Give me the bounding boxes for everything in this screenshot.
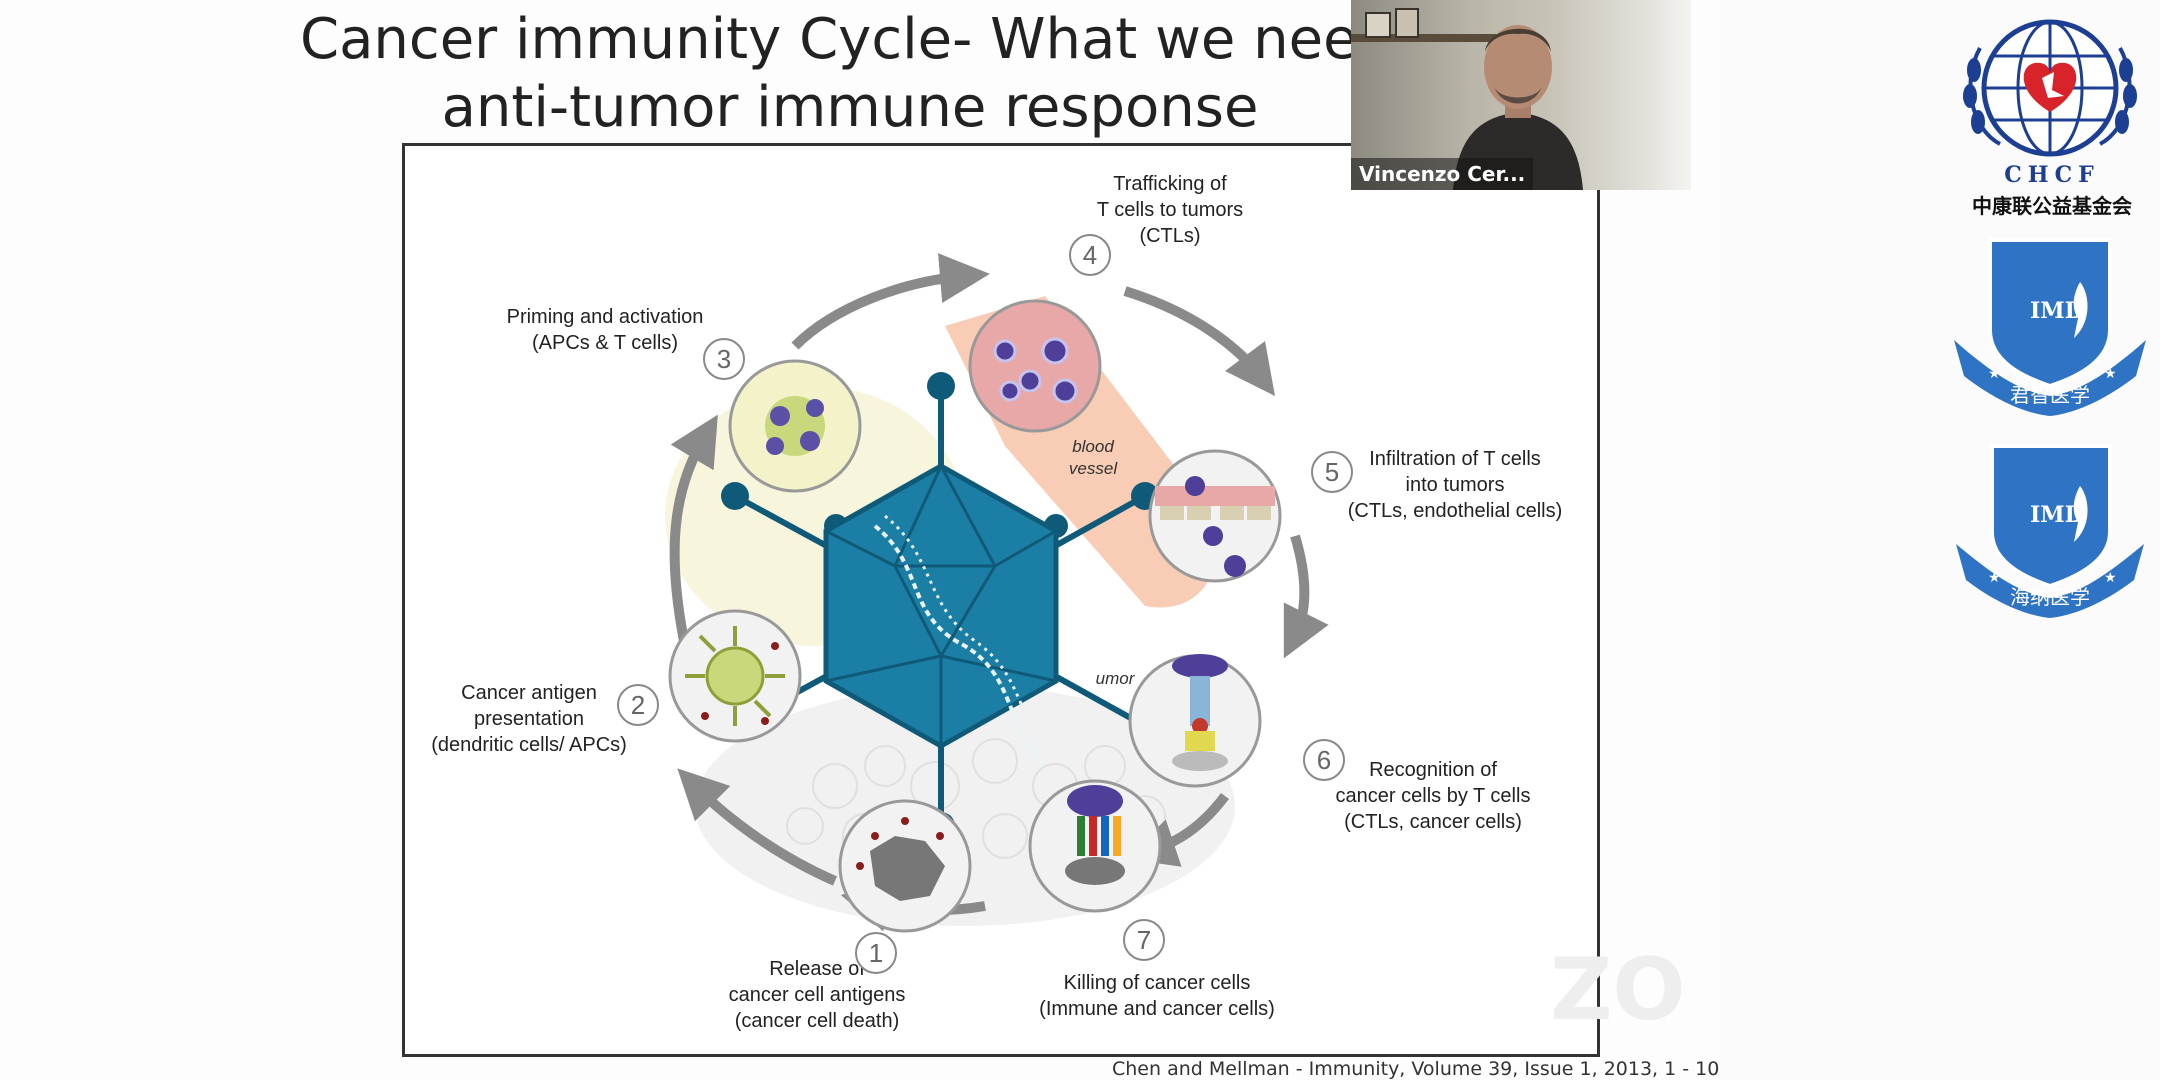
- participant-video-thumbnail[interactable]: Vincenzo Cer...: [1351, 0, 1691, 190]
- svg-text:★: ★: [2104, 365, 2117, 381]
- slide-title: Cancer immunity Cycle- What we need t an…: [300, 7, 1433, 140]
- cycle-diagram: [665, 253, 1329, 933]
- step6-label: Recognition of cancer cells by T cells (…: [1335, 759, 1531, 833]
- video-shelf: [1351, 34, 1511, 42]
- step1-number: 1: [855, 932, 897, 974]
- imd-haina-shield-icon: IMD 海纳医学 ★★: [1956, 444, 2144, 618]
- step4-t-cells-in-vessel-icon: [968, 299, 1102, 433]
- svg-text:君智医学: 君智医学: [2010, 383, 2090, 407]
- citation: Chen and Mellman - Immunity, Volume 39, …: [1112, 1058, 1720, 1080]
- chcf-logo-icon: [1963, 19, 2137, 157]
- cancer-immunity-cycle-figure: Release of cancer cell antigens (cancer …: [402, 143, 1600, 1057]
- step2-label: Cancer antigen presentation (dendritic c…: [431, 682, 627, 756]
- chcf-logo-text: CHCF: [2004, 162, 2100, 188]
- step6-tcr-recognition-icon: [1128, 654, 1262, 788]
- step4-number: 4: [1069, 234, 1111, 276]
- svg-text:海纳医学: 海纳医学: [2010, 585, 2090, 609]
- chcf-logo-chinese-text: 中康联公益基金会: [1972, 194, 2132, 218]
- step1-dying-cancer-cell-icon: [838, 799, 972, 933]
- step2-number: 2: [617, 684, 659, 726]
- svg-text:★: ★: [2104, 569, 2117, 585]
- zoom-watermark: ZO: [1550, 940, 1686, 1040]
- step6-number: 6: [1303, 739, 1345, 781]
- step4-label: Trafficking of T cells to tumors (CTLs): [1096, 173, 1244, 247]
- video-picture-frame: [1395, 8, 1419, 38]
- tumor-label: umor: [1095, 669, 1135, 688]
- step5-number: 5: [1311, 451, 1353, 493]
- video-picture-frame: [1365, 12, 1391, 38]
- step2-dendritic-cell-icon: [668, 609, 802, 743]
- svg-text:★: ★: [1988, 365, 2001, 381]
- logos-graphic: IMD 君智医学 ★★ IMD 海纳医学 ★★: [1954, 19, 2146, 618]
- step7-label: Killing of cancer cells (Immune and canc…: [1039, 972, 1275, 1020]
- step3-label: Priming and activation (APCs & T cells): [506, 306, 704, 354]
- step3-number: 3: [703, 338, 745, 380]
- blood-vessel-label: blood vessel: [1068, 437, 1118, 478]
- step7-killing-icon: [1028, 779, 1162, 913]
- step7-number: 7: [1123, 919, 1165, 961]
- step3-apc-t-cell-icon: [728, 359, 862, 493]
- step5-label: Infiltration of T cells into tumors (CTL…: [1347, 448, 1563, 522]
- sponsor-logos: IMD 君智医学 ★★ IMD 海纳医学 ★★: [1940, 0, 2160, 700]
- step5-infiltration-icon: [1148, 449, 1282, 583]
- participant-name: Vincenzo Cer...: [1351, 158, 1534, 190]
- cycle-arrows: [669, 253, 1329, 932]
- svg-text:★: ★: [1988, 569, 2001, 585]
- imd-junzhi-shield-icon: IMD 君智医学 ★★: [1954, 238, 2146, 416]
- step1-label: Release of cancer cell antigens (cancer …: [728, 958, 906, 1032]
